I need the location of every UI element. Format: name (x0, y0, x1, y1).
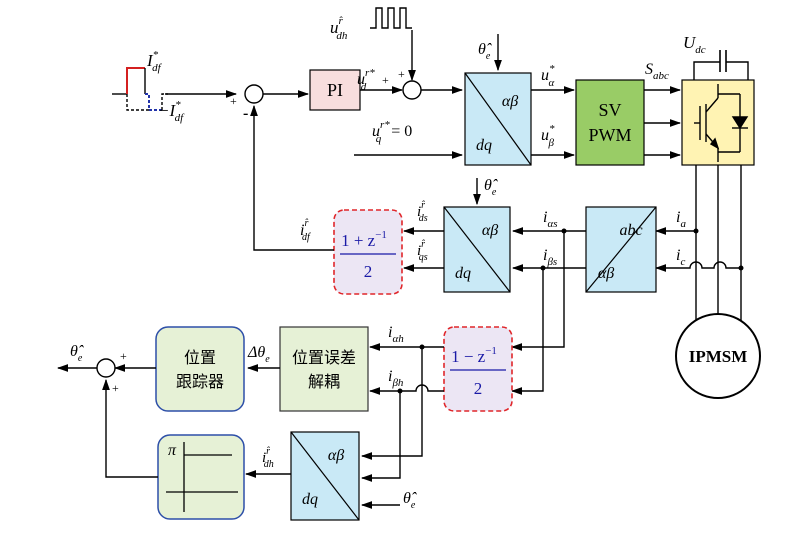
svpwm-block (575, 79, 645, 166)
theta-label-mid: θ̂e (484, 177, 498, 198)
ibeta-h-label: iβh (388, 368, 404, 389)
sum2-plus-b: + (398, 67, 405, 81)
decoupler-line2: 解耦 (308, 373, 340, 391)
ic-line (654, 261, 741, 272)
dc-link-capacitor (693, 50, 749, 80)
igbt-icon (694, 84, 749, 162)
error-decoupling-block (279, 326, 369, 412)
lowpass-numerator: 1 + z−1 (341, 229, 387, 250)
svpwm-line2: PWM (588, 125, 631, 145)
sum-junction-2 (402, 80, 422, 100)
uq-label: ur*q = 0 (372, 119, 412, 145)
position-tracker-block (155, 326, 245, 412)
ids-label: ir̂ds (417, 200, 428, 224)
inverse-park-diagonal (464, 72, 532, 166)
ubeta-label: u*β (541, 123, 555, 149)
theta-output-label: θ̂e (70, 343, 84, 364)
ibeta-to-hpf-line (510, 268, 544, 395)
ibeta-h-to-park-line (360, 391, 401, 482)
sabc-label: Sabc (645, 61, 669, 82)
pi-compensation-graph (166, 442, 238, 512)
ud-label: ur*d (357, 67, 375, 93)
clarke-ab: αβ (598, 265, 614, 282)
delta-theta-label: Δθe (247, 344, 270, 365)
sum3-plus-a: + (120, 349, 127, 363)
hf-park-diagonal (290, 431, 360, 521)
motor-label: IPMSM (689, 347, 748, 366)
lowpass-filter-block (333, 209, 403, 295)
iqs-label: ir̂qs (417, 239, 428, 263)
udh-label: ur̂dh (330, 15, 348, 42)
hf-park-dq: dq (302, 491, 318, 508)
theta-label-bottom: θ̂e (403, 490, 417, 511)
ialpha-s-label: iαs (543, 209, 558, 230)
svpwm-line1: SV (598, 100, 621, 120)
pi-comp-feedback-line (102, 378, 158, 478)
ia-label: ia (676, 209, 686, 230)
theta-label-top: θ̂e (478, 41, 492, 62)
motor-ipmsm (675, 313, 761, 399)
lowpass-denominator: 2 (364, 262, 373, 281)
inverse-park-ab: αβ (502, 93, 518, 110)
idf-ref-label: I*df (146, 49, 163, 74)
ibeta-s-label: iβs (543, 247, 557, 268)
pi-label: PI (327, 80, 343, 100)
idf-feedback-line (250, 104, 334, 251)
udc-label: Udc (683, 33, 706, 56)
decoupler-line1: 位置误差 (292, 349, 356, 367)
highpass-filter-block (443, 326, 513, 412)
clarke-diagonal (585, 206, 657, 293)
inverse-park-dq: dq (476, 137, 492, 154)
idf-feedback-label: ir̂df (300, 218, 311, 243)
tracker-line2: 跟踪器 (176, 373, 224, 391)
sum3-plus-b: + (112, 381, 119, 395)
sum-junction-1 (244, 84, 264, 104)
highpass-numerator: 1 − z−1 (451, 345, 497, 366)
sum1-minus: - (243, 105, 248, 122)
sum1-plus: + (230, 94, 237, 108)
ialpha-to-hpf-line (510, 231, 565, 351)
park-diagonal (443, 206, 511, 293)
hf-park-ab: αβ (328, 447, 344, 464)
ialpha-h-to-park-line (360, 347, 423, 460)
park-ab: αβ (482, 222, 498, 239)
tracker-line1: 位置 (184, 349, 216, 367)
sum2-plus-a: + (382, 73, 389, 87)
sum-junction-3 (96, 358, 116, 378)
highpass-denominator: 2 (474, 379, 483, 398)
park-dq: dq (455, 265, 471, 282)
ibeta-h-line (368, 384, 444, 395)
hf-injection-waveform (370, 7, 412, 29)
ic-label: ic (676, 247, 685, 268)
ialpha-h-label: iαh (388, 324, 404, 345)
pi-compensation-symbol: π (168, 442, 177, 459)
idh-label: ir̂dh (262, 446, 274, 470)
clarke-abc: abc (619, 222, 642, 239)
reference-step-waveform (112, 67, 168, 111)
neg-idf-ref-label: −I*df (158, 99, 185, 124)
ualpha-label: u*α (541, 63, 555, 89)
